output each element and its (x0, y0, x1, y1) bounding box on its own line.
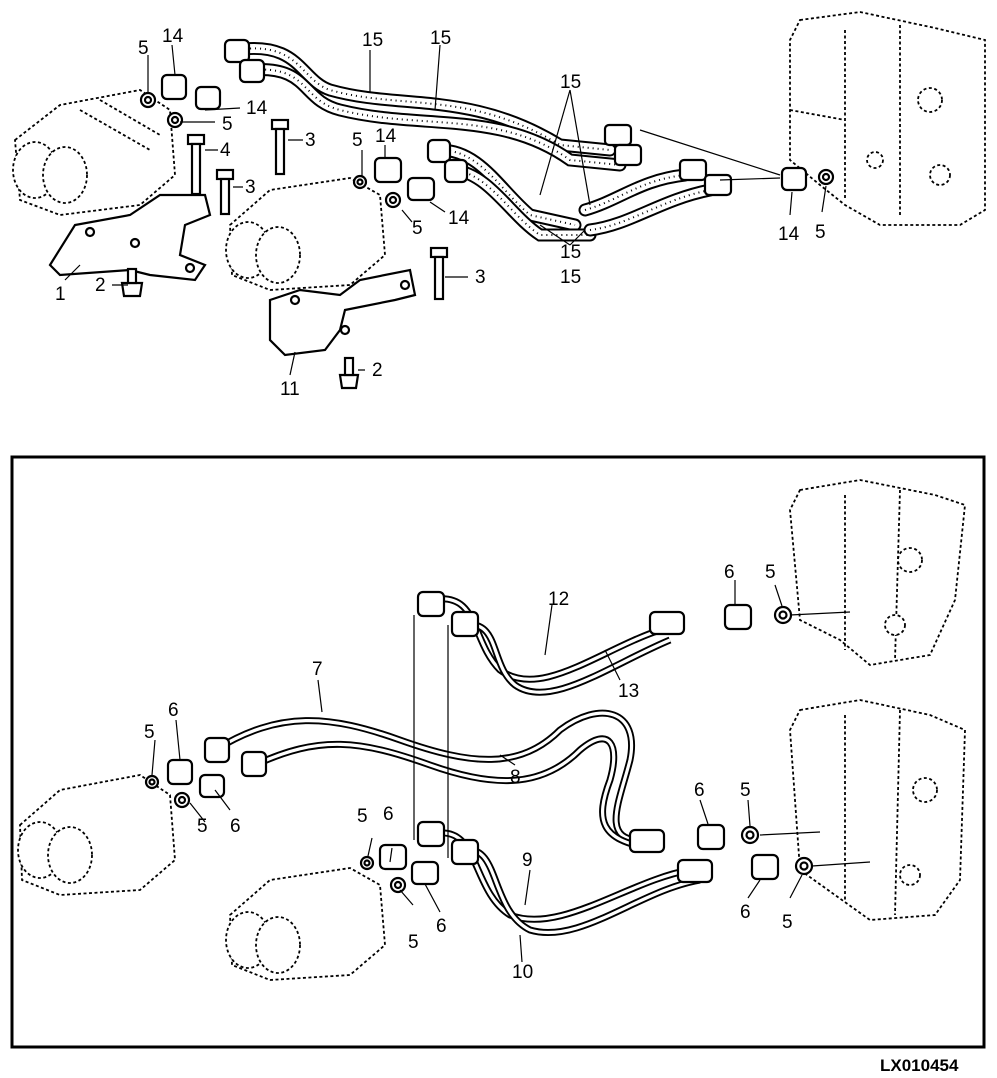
callout-bottom-10: 5 (357, 806, 368, 827)
callout-top-4: 4 (220, 140, 231, 161)
callout-bottom-8: 6 (724, 562, 735, 583)
callout-bottom-19: 5 (782, 912, 793, 933)
bolts-top (120, 118, 449, 390)
motor-middle-top (225, 177, 386, 291)
motor-middle-bottom (225, 867, 386, 981)
bottom-assembly: 6 5 5 6 7 8 12 13 6 5 5 6 6 5 9 10 6 5 6… (17, 479, 966, 983)
callout-bottom-11: 6 (383, 804, 394, 825)
callout-top-8: 14 (375, 126, 397, 147)
fittings-top (139, 73, 835, 209)
callout-top-10: 14 (448, 208, 470, 229)
callout-top-20: 11 (280, 379, 300, 400)
bracket-plate-11 (268, 268, 417, 357)
callout-bottom-17: 5 (740, 780, 751, 801)
callout-bottom-5: 8 (510, 767, 521, 788)
callout-bottom-1: 5 (144, 722, 155, 743)
callout-top-0: 14 (162, 26, 184, 47)
callout-top-7: 5 (352, 130, 363, 151)
motor-left-top (12, 89, 176, 216)
fittings-bottom (144, 590, 814, 894)
hoses-top (223, 38, 733, 242)
top-assembly: 14 5 5 14 4 3 3 5 14 5 14 15 15 15 15 15… (12, 11, 986, 400)
callout-bottom-0: 6 (168, 700, 179, 721)
callouts-bottom: 6 5 5 6 7 8 12 13 6 5 5 6 6 5 9 10 6 5 6… (144, 562, 793, 983)
callout-bottom-3: 6 (230, 816, 241, 837)
leaders-bottom (151, 580, 871, 963)
callout-bottom-7: 13 (618, 681, 639, 702)
callout-top-21: 2 (372, 360, 383, 381)
valve-block-bottom-upper (789, 479, 966, 666)
figure-id: LX010454 (880, 1056, 959, 1075)
leaders-top (64, 44, 827, 376)
callout-top-6: 3 (305, 130, 316, 151)
motor-left-bottom (17, 774, 176, 896)
callout-bottom-14: 9 (522, 850, 533, 871)
callouts-top: 14 5 5 14 4 3 3 5 14 5 14 15 15 15 15 15… (55, 26, 826, 400)
valve-block-top (789, 11, 986, 226)
callout-top-11: 15 (362, 30, 383, 51)
callout-top-22: 3 (475, 267, 486, 288)
callout-top-18: 1 (55, 284, 66, 305)
callout-top-14: 15 (560, 267, 581, 288)
callout-top-2: 5 (222, 114, 233, 135)
callout-top-19: 2 (95, 275, 106, 296)
callout-top-12: 15 (430, 28, 451, 49)
callout-top-9: 5 (412, 218, 423, 239)
callout-top-13: 15 (560, 72, 581, 93)
valve-block-bottom-lower (789, 699, 966, 921)
callout-bottom-18: 6 (740, 902, 751, 923)
callout-top-17: 5 (815, 222, 826, 243)
callout-top-5: 3 (245, 177, 256, 198)
callout-bottom-16: 6 (694, 780, 705, 801)
callout-top-3: 14 (246, 98, 268, 119)
callout-bottom-12: 6 (436, 916, 447, 937)
callout-top-1: 5 (138, 38, 149, 59)
callout-bottom-13: 5 (408, 932, 419, 953)
callout-bottom-2: 5 (197, 816, 208, 837)
callout-bottom-4: 7 (312, 659, 323, 680)
bottom-frame (10, 455, 986, 1049)
callout-bottom-15: 10 (512, 962, 533, 983)
callout-top-15: 15 (560, 242, 581, 263)
callout-bottom-9: 5 (765, 562, 776, 583)
callout-bottom-6: 12 (548, 589, 569, 610)
callout-top-16: 14 (778, 224, 800, 245)
